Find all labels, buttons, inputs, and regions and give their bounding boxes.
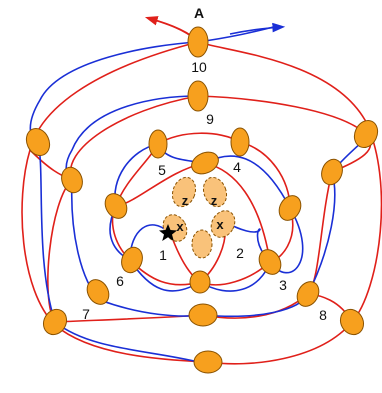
center-node-z-right: [202, 176, 228, 208]
node-5: [148, 129, 168, 159]
center-node-x-right: [210, 210, 236, 238]
node-right-mid: [321, 158, 343, 186]
center-node-bottom: [191, 229, 213, 259]
label-9: 9: [206, 111, 214, 127]
node-center-bottom: [189, 270, 211, 294]
label-8: 8: [319, 307, 327, 323]
label-1: 1: [159, 247, 167, 263]
node-left-inner: [104, 193, 128, 219]
node-bottom-mid: [188, 303, 218, 327]
node-8: [339, 308, 365, 336]
label-10: 10: [191, 59, 207, 75]
blue-curve-ring-10: [65, 95, 367, 318]
label-x-right: x: [216, 217, 224, 232]
node-center-top: [191, 151, 219, 175]
blue-arrow: [229, 22, 286, 35]
node-10-top: [187, 80, 209, 112]
label-6: 6: [116, 273, 124, 289]
center-node-z-left: [171, 176, 197, 208]
node-4: [230, 127, 250, 157]
node-right-inner: [278, 195, 302, 221]
label-4: 4: [233, 159, 241, 175]
center-node-x-left: [162, 214, 188, 242]
center-nodes: [162, 176, 236, 259]
label-5: 5: [158, 162, 166, 178]
node-7: [42, 308, 68, 336]
blue-curve-outer: [29, 25, 279, 363]
label-x-left: x: [176, 219, 184, 234]
node-left-mid: [61, 166, 83, 194]
node-a: [187, 26, 209, 58]
node-6-upper: [121, 246, 143, 274]
node-left-outer: [25, 127, 51, 157]
label-3: 3: [279, 277, 287, 293]
label-z-right: z: [211, 193, 218, 208]
label-a: A: [194, 5, 204, 21]
label-2: 2: [236, 245, 244, 261]
star-icon: [159, 224, 177, 241]
blue-curves: [29, 22, 367, 363]
node-right-outer: [353, 119, 379, 149]
label-7: 7: [82, 306, 90, 322]
node-bottom: [193, 350, 223, 374]
node-6: [86, 279, 110, 305]
node-3-upper: [258, 249, 282, 275]
label-z-left: z: [182, 193, 189, 208]
node-3: [296, 281, 320, 307]
nodes: [25, 26, 379, 374]
